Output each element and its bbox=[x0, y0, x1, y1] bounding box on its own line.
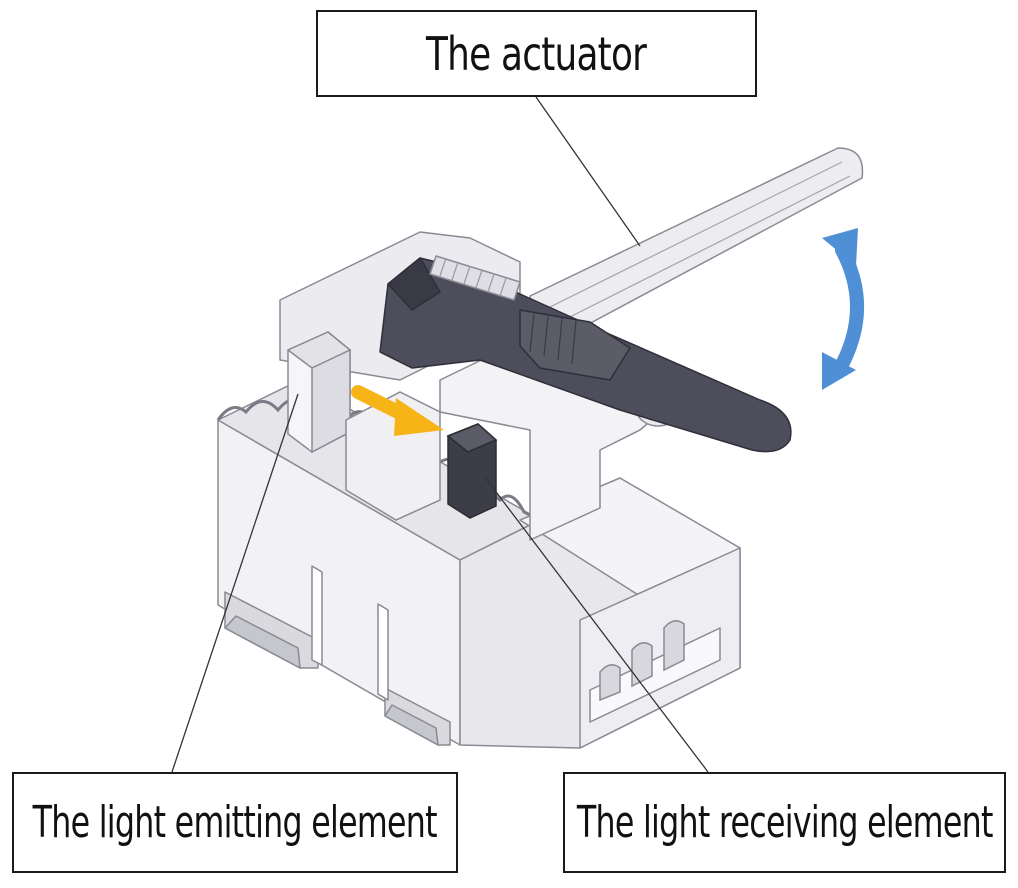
lever-arm-transparent bbox=[529, 147, 864, 351]
light-beam-arrow-icon bbox=[351, 385, 444, 436]
leader-receiving bbox=[483, 475, 709, 773]
light-emitting-label: The light emitting element bbox=[32, 797, 438, 848]
leader-lines bbox=[171, 96, 709, 773]
lever-spring bbox=[429, 255, 521, 301]
light-emitting-label-box: The light emitting element bbox=[12, 772, 458, 873]
light-receiving-element bbox=[446, 423, 498, 519]
actuator-label: The actuator bbox=[426, 26, 647, 81]
rotation-arrow-icon bbox=[822, 228, 864, 390]
light-receiving-label: The light receiving element bbox=[576, 797, 994, 848]
light-emitting-element bbox=[286, 331, 352, 454]
lever-ribbed-hub bbox=[519, 309, 631, 381]
actuator-label-box: The actuator bbox=[316, 10, 757, 97]
actuator-lever bbox=[379, 147, 864, 453]
light-receiving-label-box: The light receiving element bbox=[563, 772, 1006, 873]
leader-actuator bbox=[535, 96, 641, 247]
connector-pins bbox=[599, 620, 685, 702]
mounting-feet bbox=[224, 565, 451, 746]
leader-emitting bbox=[171, 393, 299, 773]
